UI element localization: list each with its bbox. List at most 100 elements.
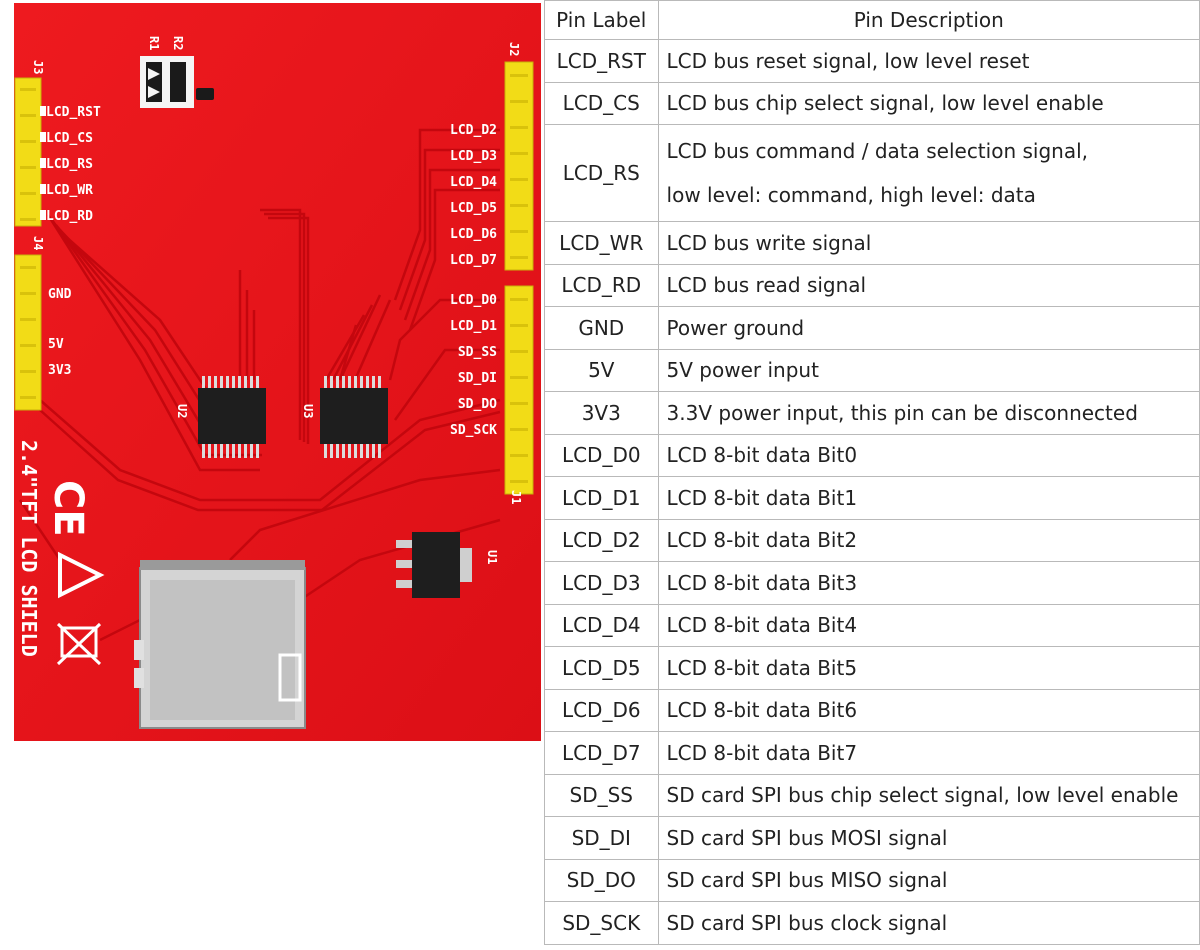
pin-label-cell: LCD_RS — [544, 124, 659, 222]
silk-ref-r2: R2 — [171, 36, 185, 50]
pin-description-text: LCD 8-bit data Bit6 — [666, 698, 858, 723]
pin-description-cell: LCD bus write signal — [657, 221, 1200, 265]
pin-label-cell: SD_DO — [544, 858, 659, 902]
silk-right-pin: LCD_D3 — [450, 149, 497, 164]
silk-ref-u3: U3 — [301, 404, 315, 418]
pin-label-cell: 3V3 — [544, 391, 659, 435]
pin-description-text: SD card SPI bus MOSI signal — [666, 825, 948, 850]
pin-description-cell: SD card SPI bus MISO signal — [657, 858, 1200, 902]
sd-card-slot — [134, 560, 306, 729]
pin-description-cell: LCD bus command / data selection signal,… — [657, 124, 1200, 222]
pcb-board: CE LCD_RST LCD_CS LCD_RS LCD_WR LCD_RD G… — [14, 3, 541, 741]
pin-description-text: Power ground — [666, 315, 805, 340]
header-j4 — [14, 254, 42, 411]
weee-bin-icon — [56, 622, 102, 666]
pin-description-text: 3.3V power input, this pin can be discon… — [666, 400, 1138, 425]
pin-description-cell: LCD 8-bit data Bit6 — [657, 688, 1200, 732]
table-row: LCD_D5 LCD 8-bit data Bit5 — [544, 646, 1200, 690]
silk-ref-u2: U2 — [175, 404, 189, 418]
table-row: LCD_D2 LCD 8-bit data Bit2 — [544, 518, 1200, 562]
table-header-row: Pin Label Pin Description — [544, 0, 1200, 40]
table-row: LCD_RST LCD bus reset signal, low level r… — [544, 39, 1200, 83]
pin-description-text: LCD 8-bit data Bit3 — [666, 570, 858, 595]
table-row: LCD_D3 LCD 8-bit data Bit3 — [544, 561, 1200, 605]
silk-ref-j1: J1 — [509, 490, 523, 504]
silk-ref-j3: J3 — [31, 60, 45, 74]
silk-right-pin: SD_DO — [458, 397, 497, 412]
silk-left-pin: LCD_RST — [46, 105, 101, 120]
table-row: LCD_D6 LCD 8-bit data Bit6 — [544, 688, 1200, 732]
svg-text:CE: CE — [45, 480, 91, 537]
table-row: SD_SCK SD card SPI bus clock signal — [544, 901, 1200, 945]
header-pin-description: Pin Description — [657, 0, 1200, 40]
pin-description-text: 5V power input — [666, 358, 819, 383]
pin-description-cell: LCD 8-bit data Bit0 — [657, 433, 1200, 477]
pin-label-cell: LCD_WR — [544, 221, 659, 265]
silk-left-pin: LCD_RD — [46, 209, 93, 224]
pin-label-cell: LCD_D3 — [544, 561, 659, 605]
silk-ref-j2: J2 — [507, 42, 521, 56]
pin-label-cell: LCD_D5 — [544, 646, 659, 690]
table-row: SD_DO SD card SPI bus MISO signal — [544, 858, 1200, 902]
pin-description-cell: LCD bus read signal — [657, 263, 1200, 307]
pin-description-text: LCD 8-bit data Bit5 — [666, 655, 858, 680]
pin-description-cell: LCD 8-bit data Bit4 — [657, 603, 1200, 647]
pin-label-cell: SD_SS — [544, 773, 659, 817]
pin-description-text: SD card SPI bus clock signal — [666, 910, 948, 935]
silk-ref-u1: U1 — [485, 550, 499, 564]
table-row: 3V3 3.3V power input, this pin can be dis… — [544, 391, 1200, 435]
silk-left-pin: LCD_RS — [46, 157, 93, 172]
pin-description-cell: LCD bus chip select signal, low level en… — [657, 81, 1200, 125]
silk-right-pin: LCD_D2 — [450, 123, 497, 138]
silk-right-pin: LCD_D1 — [450, 319, 497, 334]
pin-label-cell: LCD_RD — [544, 263, 659, 307]
esd-warning-icon — [58, 551, 105, 599]
ce-mark-icon: CE — [45, 480, 91, 537]
silk-power-pin: 3V3 — [48, 363, 71, 378]
pin-description-cell: LCD 8-bit data Bit1 — [657, 476, 1200, 520]
table-row: LCD_WR LCD bus write signal — [544, 221, 1200, 265]
pin-label-cell: LCD_D6 — [544, 688, 659, 732]
header-j2 — [504, 61, 534, 271]
chip-u2 — [198, 376, 266, 458]
pin-description-text: LCD 8-bit data Bit1 — [666, 485, 858, 510]
silk-ref-j4: J4 — [31, 236, 45, 250]
regulator-u1 — [396, 532, 472, 598]
silk-right-pin: LCD_D0 — [450, 293, 497, 308]
pin-description-text: SD card SPI bus chip select signal, low … — [666, 783, 1179, 808]
pin-description-cell: Power ground — [657, 306, 1200, 350]
pin-description-text: SD card SPI bus MISO signal — [666, 868, 948, 893]
pin-label-cell: 5V — [544, 348, 659, 392]
pin-description-text: LCD bus reset signal, low level reset — [666, 48, 1030, 73]
silk-right-pin: LCD_D4 — [450, 175, 497, 190]
silk-right-pin: LCD_D5 — [450, 201, 497, 216]
pin-label-cell: LCD_D2 — [544, 518, 659, 562]
table-row: SD_SS SD card SPI bus chip select signal,… — [544, 773, 1200, 817]
pin-label-cell: SD_SCK — [544, 901, 659, 945]
silk-power-pin: GND — [48, 287, 72, 302]
silk-right-pin: LCD_D6 — [450, 227, 497, 242]
pin-label-cell: LCD_RST — [544, 39, 659, 83]
pin-description-text: LCD bus write signal — [666, 230, 872, 255]
pin-description-cell: 3.3V power input, this pin can be discon… — [657, 391, 1200, 435]
silk-right-pin: LCD_D7 — [450, 253, 497, 268]
silk-right-pin: SD_SS — [458, 345, 497, 360]
pin-label-cell: LCD_D7 — [544, 731, 659, 775]
header-j3 — [14, 77, 42, 227]
silk-right-pin: SD_DI — [458, 371, 497, 386]
pin-description-text: LCD bus read signal — [666, 273, 867, 298]
silk-ref-r1: R1 — [147, 36, 161, 50]
table-row: LCD_RD LCD bus read signal — [544, 263, 1200, 307]
pin-label-cell: LCD_D1 — [544, 476, 659, 520]
table-row: 5V 5V power input — [544, 348, 1200, 392]
pin-description-text: low level: command, high level: data — [666, 183, 1036, 207]
chip-u3 — [320, 376, 388, 458]
pin-description-cell: LCD 8-bit data Bit7 — [657, 731, 1200, 775]
pin-description-text: LCD 8-bit data Bit2 — [666, 528, 858, 553]
header-pin-label: Pin Label — [544, 0, 659, 40]
pin-description-cell: 5V power input — [657, 348, 1200, 392]
